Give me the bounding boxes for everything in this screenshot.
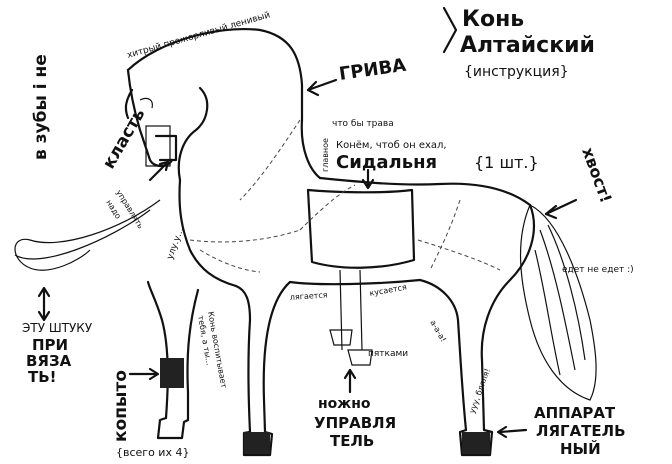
title-line2: Алтайский [460,33,595,58]
title-block: Конь Алтайский {инструкция} [442,6,595,80]
label-chtoby: что бы трава [332,119,394,129]
label-konem: Конём, чтоб он ехал, [336,140,447,151]
label-zuby: в зубы i не [31,54,51,160]
arrow-mouth-icon [148,160,170,182]
label-ulyu: улу.у... [165,226,186,261]
arrow-kick-icon [498,428,528,434]
label-apparat: АППАРАТ [534,404,616,422]
label-glavnoe: главное [321,138,330,172]
arrows [37,78,578,439]
label-sht: {1 шт.} [474,153,539,172]
label-sidalnya: Сидальня [336,152,437,173]
label-edet: едет не едет :) [562,265,634,275]
arrow-mane-icon [306,78,338,92]
label-upravlya: УПРАВЛЯ [314,414,396,432]
title-subtitle: {инструкция} [464,64,569,80]
label-lyagatel: ЛЯГАТЕЛЬ [536,422,626,440]
label-aaaa: а-а-а! [428,319,448,344]
label-khvost: хвост! [578,145,616,206]
label-vsego: {всего их 4} [116,446,189,459]
label-vya: ВЯЗА [26,352,72,370]
label-kopyto: копыто [111,370,131,442]
label-pyatkami: пятками [368,349,408,359]
label-nozhno: ножно [318,396,371,412]
label-lyagatsya: лягается [290,290,329,302]
label-ty: ТЬ! [28,368,57,386]
label-etu-shtuku: ЭТУ ШТУКУ [22,321,93,335]
arrow-tail-icon [544,198,578,216]
label-ulyuu: ууу, бляля! [467,367,492,415]
label-pri: ПРИ [32,336,68,354]
label-khitry: хитрый прожорливый ленивый [126,10,272,61]
horse-outline [14,27,597,457]
title-line1: Конь [462,7,524,32]
label-ny: НЫЙ [560,439,601,458]
label-tel: ТЕЛЬ [330,432,374,450]
title-bracket-icon [442,6,458,54]
label-griva: ГРИВА [338,55,408,85]
label-kusaetsya: кусается [369,283,408,298]
